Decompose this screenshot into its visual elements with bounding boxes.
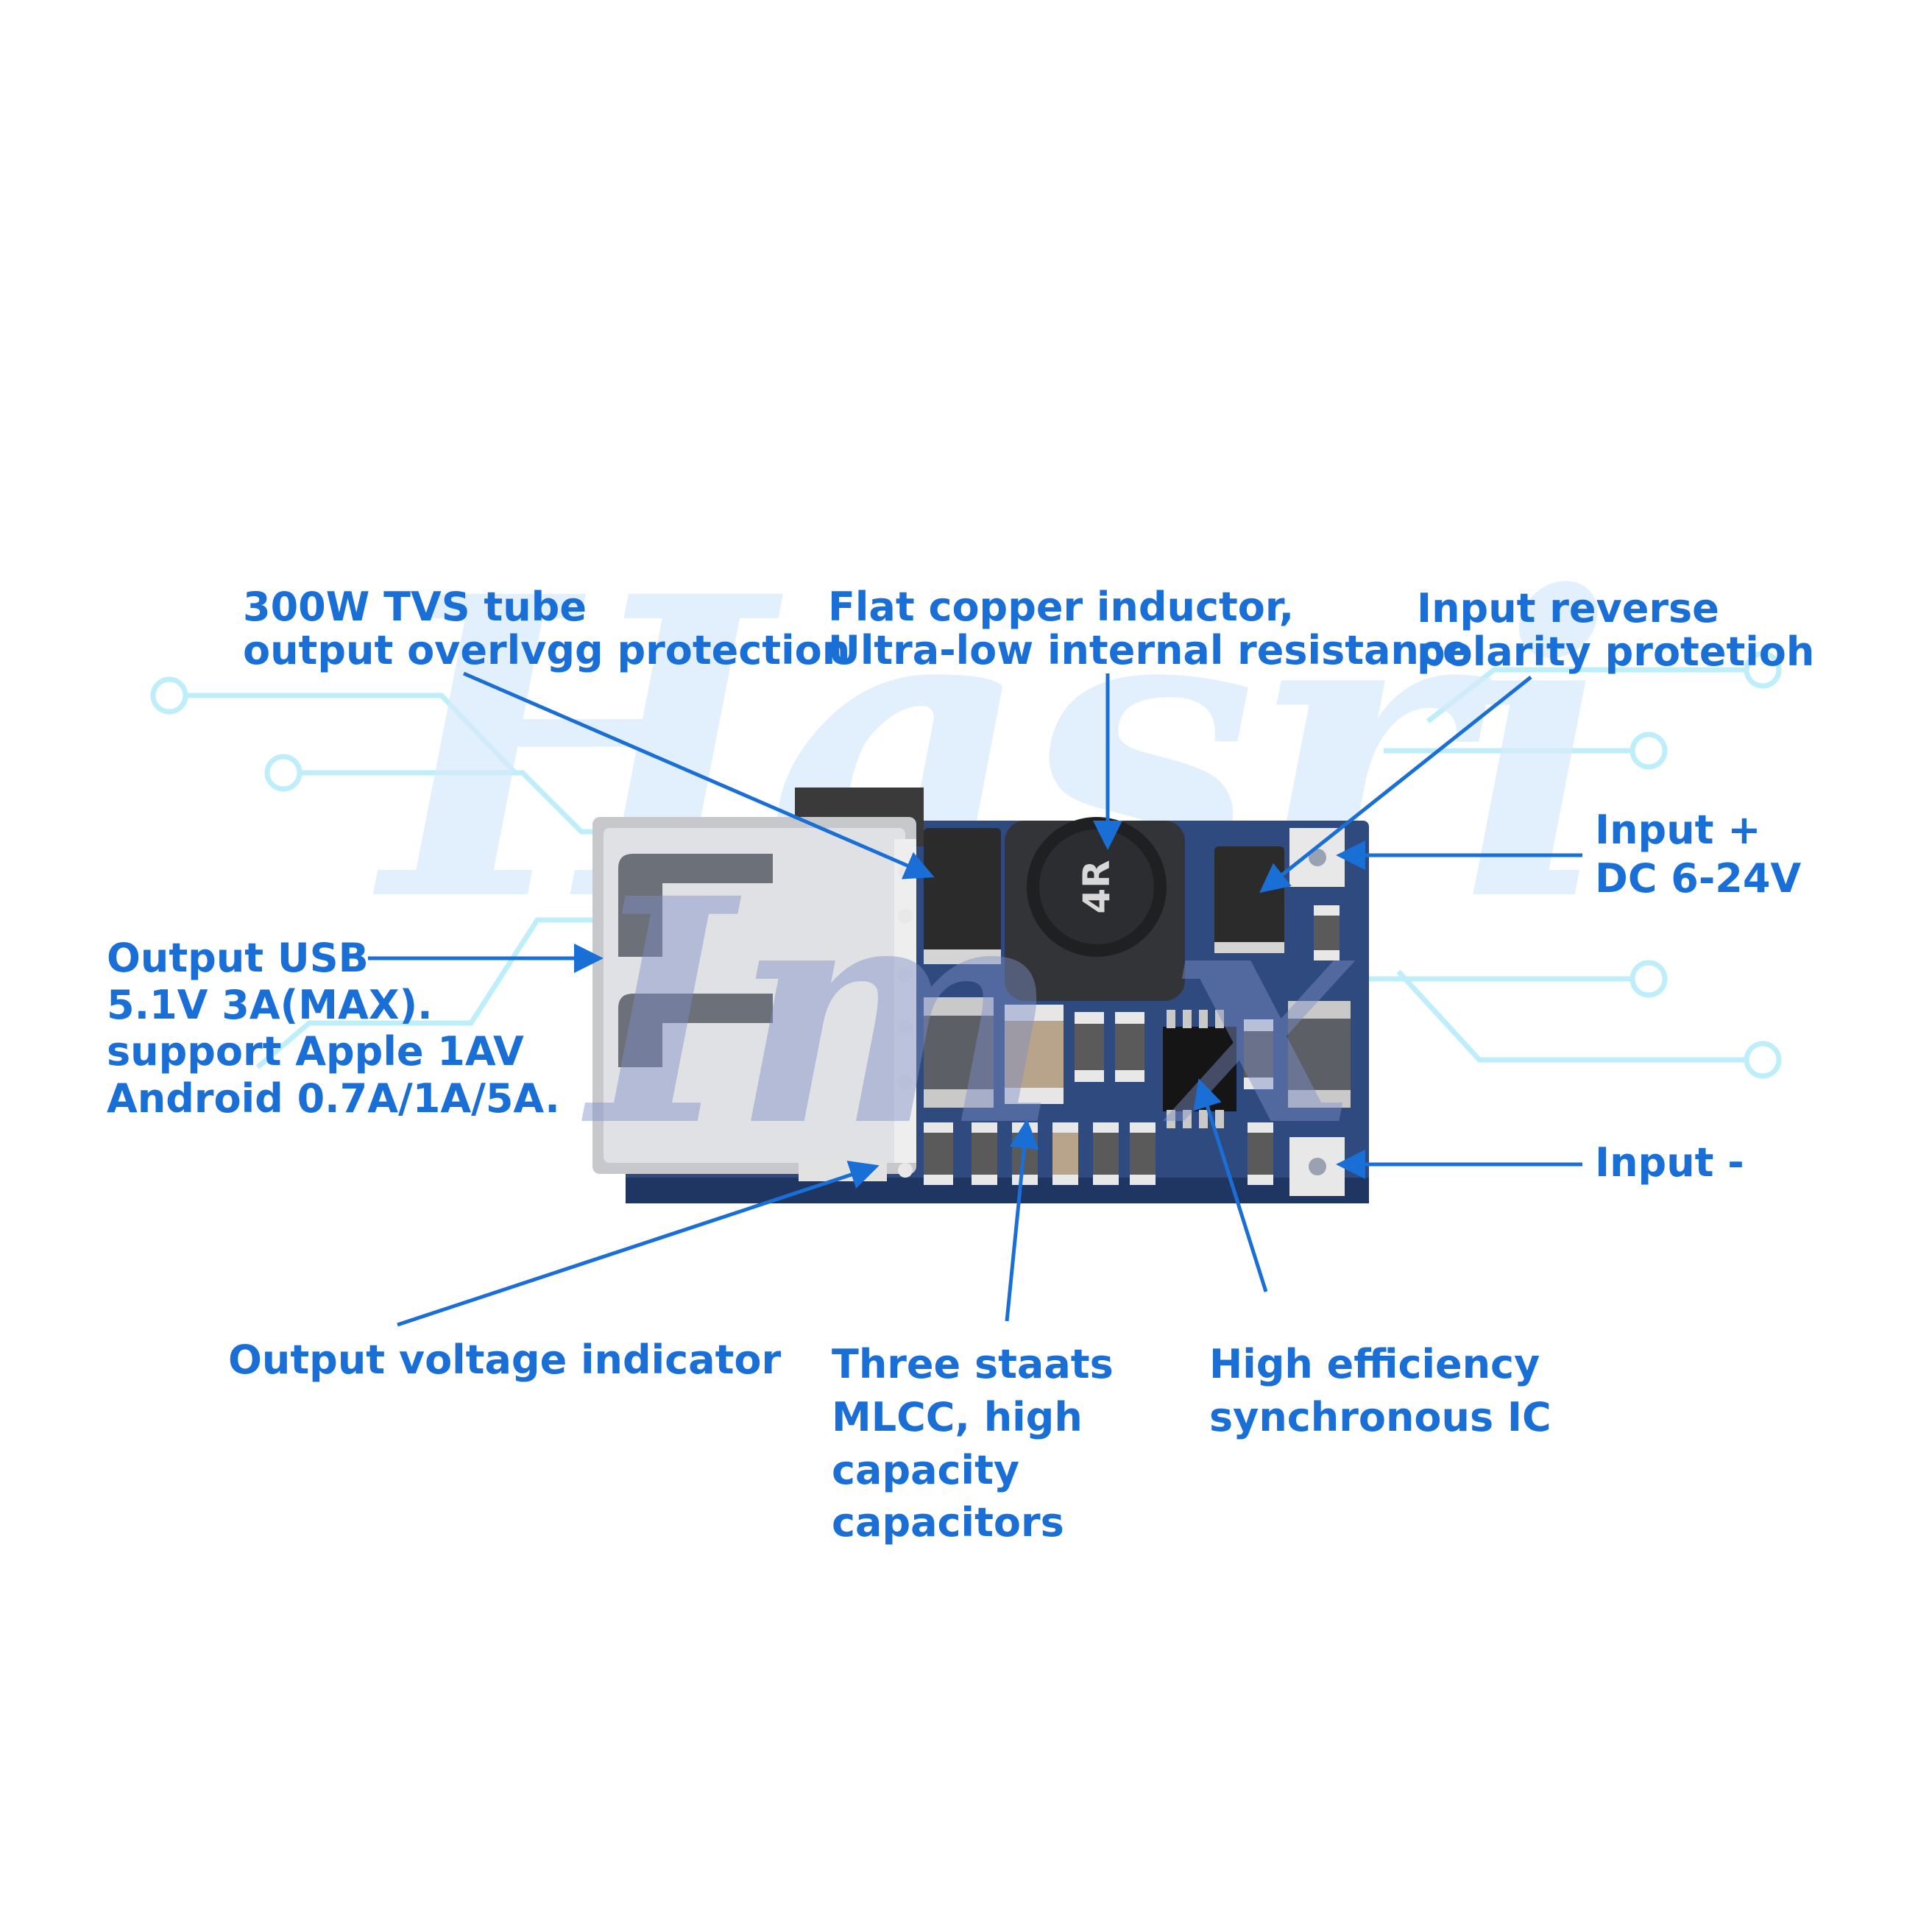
tvs-diode [924, 828, 1001, 960]
arrow-mlcc [1005, 1119, 1039, 1322]
arrow-tvs [463, 671, 935, 880]
capacitor-large-mid [1005, 1005, 1064, 1104]
usb-connector [592, 817, 916, 1174]
arrow-indicator [397, 1161, 880, 1327]
label-flat-copper-inductor: Flat copper inductor,Ultra-low internal … [828, 584, 1470, 674]
arrow-reverse-polarity [1259, 676, 1532, 894]
inductor: 4R [1005, 817, 1185, 1001]
arrow-ic [1193, 1078, 1268, 1292]
label-input-plus: Input +DC 6-24V [1595, 807, 1802, 902]
capacitor-large-right [1288, 1001, 1351, 1108]
watermark-logo-secondary: Im x [589, 832, 1353, 1195]
label-output-voltage-indicator: Output voltage indicator [228, 1337, 782, 1383]
label-input-minus: Input - [1595, 1139, 1744, 1186]
inductor-marking: 4R [1075, 860, 1118, 913]
